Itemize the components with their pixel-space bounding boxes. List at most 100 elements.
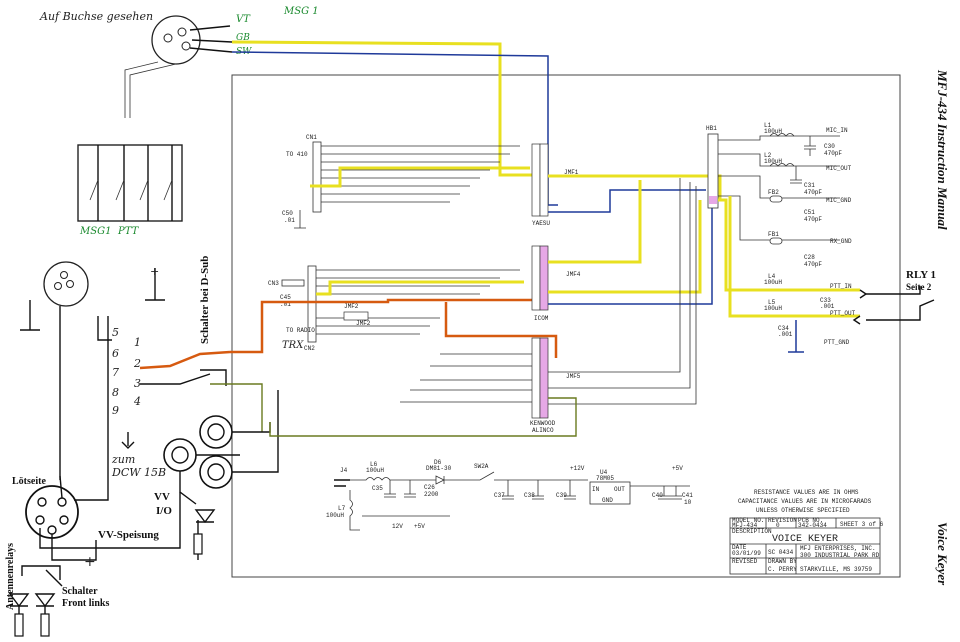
svg-text:C40: C40 (652, 492, 663, 499)
u4-label: U4 (600, 469, 608, 476)
svg-text:5: 5 (112, 326, 119, 339)
l2-label: L2 (764, 152, 772, 159)
j4-label: J4 (340, 467, 348, 474)
kenwood-label: KENWOOD (530, 420, 556, 427)
title-block: MODEL NO. MFJ-434 REVISION 0 PCB NO. 342… (729, 517, 884, 575)
decoupling-caps: C37 C38 C39 C40 C41 10 (494, 480, 693, 506)
ptt-label: PTT (117, 226, 140, 237)
svg-text:DESCRIPTION: DESCRIPTION (732, 528, 772, 535)
title-block-title: VOICE KEYER (772, 534, 838, 545)
zum-label: zum (111, 453, 135, 466)
jmf1-header (531, 143, 549, 217)
cn3-connector (281, 279, 305, 287)
v12-label: 12V (392, 523, 403, 530)
l7-label: L7 (338, 505, 346, 512)
cinch-3 (199, 455, 233, 489)
cn2-label: CN2 (304, 345, 315, 352)
dsub-pins: 5 6 7 8 9 1 2 3 4 (112, 326, 141, 417)
c51-value: 470pF (804, 216, 822, 223)
svg-text:0: 0 (776, 522, 780, 529)
fb1-bead (769, 237, 783, 245)
seite2-label: Seite 2 (906, 282, 932, 292)
rly1-label: RLY 1 (906, 269, 936, 281)
vv-speisung-label: VV-Speisung (98, 529, 159, 541)
u4-in-label: IN (592, 486, 600, 493)
c31-label: C31 (804, 182, 815, 189)
plus-sign-top: + (150, 265, 159, 278)
l2-value: 100uH (764, 158, 782, 165)
switch-box (77, 144, 183, 222)
schalter-front-label-2: Front links (62, 598, 109, 609)
antennenrelays-label: Antennenrelays (5, 543, 16, 610)
svg-text:SHEET 3 of 6: SHEET 3 of 6 (840, 521, 884, 528)
c30-value: 470pF (824, 150, 842, 157)
cinch-1 (199, 415, 233, 449)
c28-value: 470pF (804, 261, 822, 268)
svg-text:DRAWN BY: DRAWN BY (768, 558, 797, 565)
d6-label: D6 (434, 459, 442, 466)
svg-text:8: 8 (112, 386, 119, 399)
loet-socket-pin-5 (47, 525, 57, 535)
hb1-pin-highlight (709, 196, 717, 204)
c33-label: C33 (820, 297, 831, 304)
socket-top-pin-1 (163, 33, 173, 43)
to-410-label: TO 410 (286, 151, 308, 158)
loet-socket (25, 485, 79, 539)
c28-label: C28 (804, 254, 815, 261)
sw2a-label: SW2A (474, 463, 489, 470)
svg-text:PCB NO.: PCB NO. (798, 517, 823, 524)
svg-text:MFJ-434: MFJ-434 (732, 522, 758, 529)
jmf2-label: JMF2 (356, 320, 371, 327)
to-radio-label: TO RADIO (286, 327, 315, 334)
svg-text:C39: C39 (556, 492, 567, 499)
loet-socket-pin-4 (59, 515, 69, 525)
svg-text:DATE: DATE (732, 544, 747, 551)
plus-sign-bottom: + (84, 554, 96, 570)
svg-text:4: 4 (133, 395, 141, 408)
svg-text:C38: C38 (524, 492, 535, 499)
schematic-frame (231, 74, 901, 578)
svg-text:03/01/99: 03/01/99 (732, 550, 761, 557)
svg-text:JMF2: JMF2 (344, 303, 359, 310)
plus12-label: +12V (570, 465, 585, 472)
c35-label: C35 (372, 485, 383, 492)
svg-text:SC 0434: SC 0434 (768, 549, 794, 556)
manual-margin-text: MFJ-434 Instruction Manual (935, 69, 950, 230)
svg-text:1: 1 (134, 336, 141, 349)
svg-text:7: 7 (112, 366, 119, 379)
vv-io-label-2: I/O (156, 505, 172, 517)
u4-regulator (589, 481, 631, 505)
u4-value: 78M05 (596, 475, 614, 482)
ptt-out-label: PTT_OUT (830, 310, 856, 317)
jmf2-header (343, 311, 369, 321)
ptt-gnd-label: PTT_GND (824, 339, 850, 346)
l7-value: 100uH (326, 512, 344, 519)
socket-left-pin-2 (66, 280, 74, 288)
svg-text:C37: C37 (494, 492, 505, 499)
fb1-label: FB1 (768, 231, 779, 238)
svg-text:10: 10 (684, 499, 692, 506)
socket-left-pin-1 (54, 282, 62, 290)
c34-value: .001 (778, 331, 793, 338)
led-resistor-1 (14, 613, 24, 637)
mic-gnd-label: MIC_GND (826, 197, 852, 204)
yaesu-label: YAESU (532, 220, 550, 227)
cinch-3-inner (207, 463, 225, 481)
cn2-connector (307, 265, 317, 343)
svg-text:MFJ ENTERPRISES, INC.: MFJ ENTERPRISES, INC. (800, 545, 876, 552)
svg-text:MODEL NO.: MODEL NO. (732, 517, 764, 524)
l1-label: L1 (764, 122, 772, 129)
msg1-bottom-label: MSG1 (79, 226, 111, 237)
c34-label: C34 (778, 325, 789, 332)
trx-label: TRX (282, 340, 304, 351)
svg-text:6: 6 (112, 347, 119, 360)
plus5-small-label: +5V (414, 523, 425, 530)
vv-io-label-1: VV (154, 491, 170, 503)
svg-text:REVISED: REVISED (732, 558, 758, 565)
loet-socket-pin-3 (35, 515, 45, 525)
hb1-header (707, 133, 719, 209)
jmf5-header (531, 337, 549, 419)
socket-left (43, 261, 89, 307)
c26-label: C26 (424, 484, 435, 491)
loetseite-label: Lötseite (12, 476, 46, 487)
